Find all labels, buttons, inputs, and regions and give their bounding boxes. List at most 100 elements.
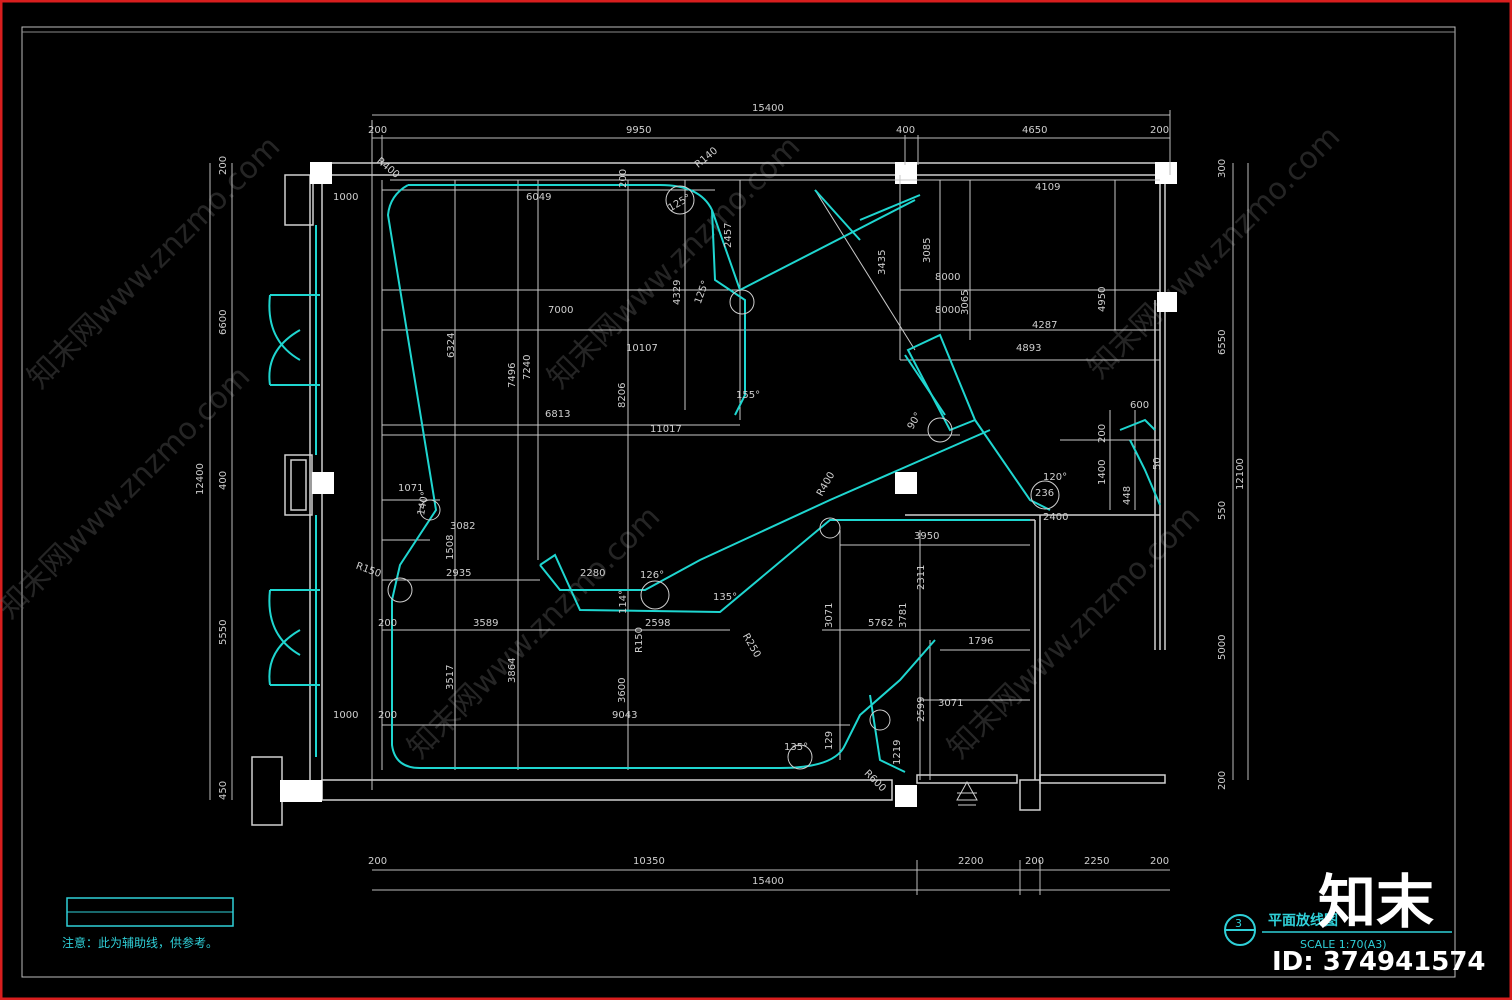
angle-126: 126° [640, 570, 664, 581]
columns [280, 162, 1177, 807]
dim-9043: 9043 [612, 710, 637, 721]
dim-left-5550: 5550 [218, 620, 229, 645]
dim-3589: 3589 [473, 618, 498, 629]
dim-6813: 6813 [545, 409, 570, 420]
dim-3065: 3065 [960, 290, 971, 315]
dim-448: 448 [1122, 486, 1133, 505]
svg-text:知末网www.znzmo.com: 知末网www.znzmo.com [1081, 119, 1347, 385]
radius-r400b: R400 [374, 156, 401, 181]
layout-path [386, 184, 1161, 773]
dim-1071: 1071 [398, 483, 423, 494]
dim-3071: 3071 [938, 698, 963, 709]
dim-236: 236 [1035, 488, 1054, 499]
dim-2598: 2598 [645, 618, 670, 629]
dim-3435: 3435 [877, 250, 888, 275]
svg-text:知末网www.znzmo.com: 知末网www.znzmo.com [941, 499, 1207, 765]
brand-logo: 知末 [1318, 868, 1434, 936]
dim-50: 50 [1152, 457, 1163, 470]
dim-3071v: 3071 [824, 603, 835, 628]
drawing-border [21, 26, 1456, 978]
dim-right-200: 200 [1217, 771, 1228, 790]
left-openings [268, 225, 320, 757]
dim-2935: 2935 [446, 568, 471, 579]
dim-left-6600: 6600 [218, 310, 229, 335]
dim-bottom-200a: 200 [368, 856, 387, 867]
angle-114: 114° [618, 590, 629, 614]
dim-bottom-200b: 200 [1025, 856, 1044, 867]
dim-600: 600 [1130, 400, 1149, 411]
dim-right-5000: 5000 [1217, 635, 1228, 660]
brand-id: ID: 374941574 [1272, 947, 1486, 977]
title-block: 3 平面放线图 SCALE 1:70(A3) [1224, 912, 1452, 951]
dim-3950: 3950 [914, 531, 939, 542]
title-marker: 3 [1235, 917, 1242, 930]
dim-2280: 2280 [580, 568, 605, 579]
dim-bottom-10350: 10350 [633, 856, 665, 867]
dim-1219: 1219 [892, 740, 903, 765]
dim-1000a: 1000 [333, 192, 358, 203]
dim-top-9950: 9950 [626, 125, 651, 136]
dim-10107: 10107 [626, 343, 658, 354]
dim-3517: 3517 [445, 665, 456, 690]
dim-7240: 7240 [522, 355, 533, 380]
dim-6049: 6049 [526, 192, 551, 203]
dim-top-200a: 200 [368, 125, 387, 136]
angle-90: 90° [906, 411, 924, 432]
dim-3082: 3082 [450, 521, 475, 532]
title-scale: SCALE 1:70(A3) [1300, 938, 1387, 951]
dim-7496: 7496 [507, 363, 518, 388]
dim-2599: 2599 [916, 697, 927, 722]
watermarks: 知末网www.znzmo.com 知末网www.znzmo.com 知末网www… [0, 119, 1347, 765]
dim-8000a: 8000 [935, 272, 960, 283]
dim-right-300: 300 [1217, 159, 1228, 178]
dim-8000b: 8000 [935, 305, 960, 316]
dim-3864: 3864 [507, 658, 518, 683]
dim-left-400: 400 [218, 471, 229, 490]
dim-2457: 2457 [723, 223, 734, 248]
dim-4329: 4329 [672, 280, 683, 305]
svg-text:知末网www.znzmo.com: 知末网www.znzmo.com [541, 129, 807, 395]
dim-200r: 200 [1097, 424, 1108, 443]
dim-4109: 4109 [1035, 182, 1060, 193]
dim-left-total: 12400 [195, 463, 206, 495]
dim-bottom-2200: 2200 [958, 856, 983, 867]
dim-7000: 7000 [548, 305, 573, 316]
radius-r400: R400 [815, 470, 838, 498]
dim-left-200: 200 [218, 156, 229, 175]
dim-1400: 1400 [1097, 460, 1108, 485]
dim-2400: 2400 [1043, 512, 1068, 523]
dim-5762: 5762 [868, 618, 893, 629]
angle-155: 155° [736, 390, 760, 401]
title-main: 平面放线图 [1268, 912, 1338, 929]
radius-r140: R140 [693, 145, 720, 170]
radius-r150a: R150 [354, 561, 382, 580]
dim-2311: 2311 [916, 565, 927, 590]
dim-11017: 11017 [650, 424, 682, 435]
svg-text:知末网www.znzmo.com: 知末网www.znzmo.com [401, 499, 667, 765]
entry-arrow-icon [956, 780, 978, 806]
dim-8206: 8206 [617, 383, 628, 408]
dim-1000b: 1000 [333, 710, 358, 721]
dim-129: 129 [824, 731, 835, 750]
dim-3781: 3781 [898, 603, 909, 628]
dim-6324: 6324 [446, 333, 457, 358]
dim-200b2: 200 [378, 618, 397, 629]
dim-top-200b: 200 [1150, 125, 1169, 136]
dim-top-total: 15400 [752, 103, 784, 114]
dim-right-12100: 12100 [1235, 458, 1246, 490]
angle-120: 120° [1043, 472, 1067, 483]
dim-bottom-200c: 200 [1150, 856, 1169, 867]
dim-bottom-2250: 2250 [1084, 856, 1109, 867]
dim-right-550: 550 [1217, 501, 1228, 520]
angle-135b: 135° [784, 742, 808, 753]
svg-text:知末网www.znzmo.com: 知末网www.znzmo.com [0, 359, 257, 625]
dim-4950: 4950 [1097, 287, 1108, 312]
angle-arcs [387, 185, 1060, 770]
dim-top-4650: 4650 [1022, 125, 1047, 136]
dim-right-6550: 6550 [1217, 330, 1228, 355]
radius-r250: R250 [740, 632, 763, 660]
angle-140: 140° [416, 491, 431, 517]
